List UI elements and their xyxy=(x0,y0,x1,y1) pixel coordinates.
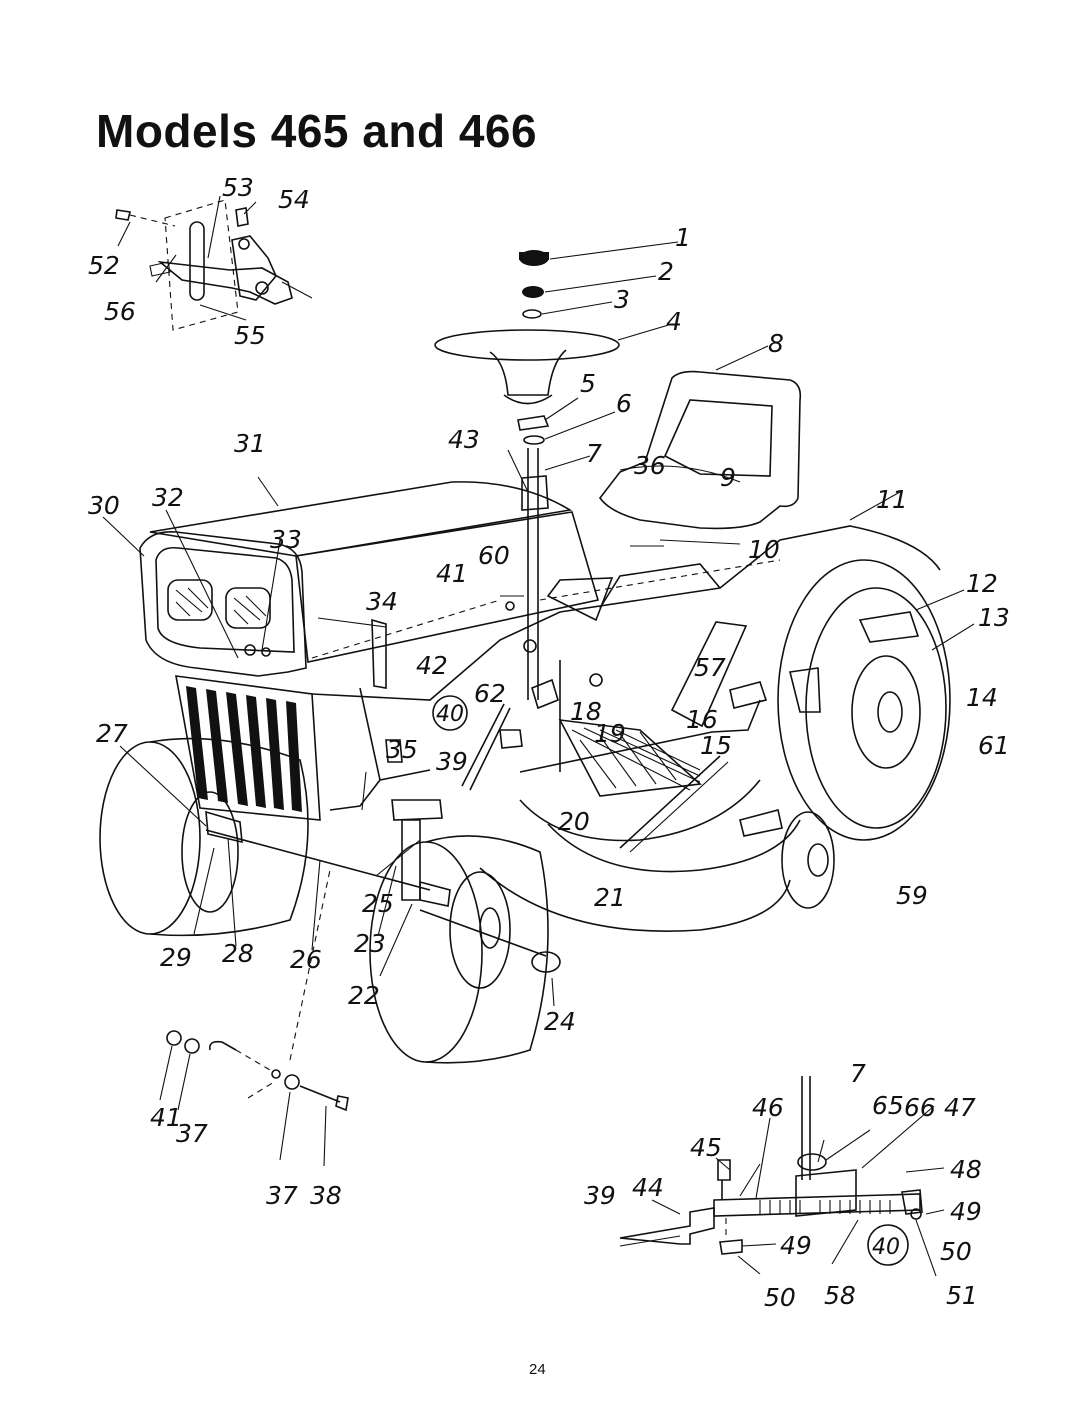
callout-44-inset: 44 xyxy=(632,1173,664,1202)
callout-37-inset-a: 37 xyxy=(176,1119,208,1148)
callout-3: 3 xyxy=(614,285,630,314)
callout-33: 33 xyxy=(270,525,302,554)
steering-inset-labels: 7 46 65 66 47 45 48 39 44 49 49 40 50 50… xyxy=(584,1059,982,1312)
callout-10: 10 xyxy=(748,535,780,564)
callout-66-inset: 66 xyxy=(904,1093,936,1122)
axle-hardware-inset xyxy=(159,1030,349,1167)
seat xyxy=(599,345,802,530)
callout-41-inset: 41 xyxy=(150,1103,182,1132)
callout-18: 18 xyxy=(570,697,602,726)
page-number: 24 xyxy=(529,1361,546,1378)
callout-43: 43 xyxy=(448,425,480,454)
callout-62: 62 xyxy=(474,679,506,708)
callout-57: 57 xyxy=(694,653,726,682)
callout-58-inset: 58 xyxy=(824,1281,856,1310)
callout-54: 54 xyxy=(278,185,310,214)
callout-40-circle xyxy=(432,695,468,731)
callout-50-inset-b: 50 xyxy=(764,1283,796,1312)
callout-7-inset: 7 xyxy=(850,1059,866,1088)
hood xyxy=(149,476,600,663)
callout-2: 2 xyxy=(658,257,674,286)
steering-gear-inset xyxy=(619,1076,945,1277)
callout-55: 55 xyxy=(234,321,266,350)
chassis-body xyxy=(311,491,965,933)
callout-6: 6 xyxy=(616,389,632,418)
callout-8: 8 xyxy=(768,329,784,358)
callout-51-inset: 51 xyxy=(946,1281,978,1310)
callout-49-inset-a: 49 xyxy=(950,1197,982,1226)
callout-14: 14 xyxy=(966,683,998,712)
callout-59: 59 xyxy=(896,881,928,910)
callout-45-inset: 45 xyxy=(690,1133,722,1162)
callout-12: 12 xyxy=(966,569,998,598)
callout-19: 19 xyxy=(594,719,626,748)
callout-13: 13 xyxy=(978,603,1010,632)
callout-60: 60 xyxy=(478,541,510,570)
callout-52: 52 xyxy=(88,251,120,280)
callout-40: 40 xyxy=(436,702,464,727)
steering-assembly xyxy=(434,241,679,700)
callout-24: 24 xyxy=(544,1007,576,1036)
page-title: Models 465 and 466 xyxy=(96,105,538,157)
callout-22: 22 xyxy=(348,981,380,1010)
callout-47-inset: 47 xyxy=(944,1093,976,1122)
callout-39-inset: 39 xyxy=(584,1181,616,1210)
axle-inset-labels: 41 37 37 38 xyxy=(150,1103,342,1210)
callout-20: 20 xyxy=(558,807,590,836)
callout-50-inset-a: 50 xyxy=(940,1237,972,1266)
callout-30: 30 xyxy=(88,491,120,520)
callout-25: 25 xyxy=(362,889,394,918)
callout-49-inset-b: 49 xyxy=(780,1231,812,1260)
callout-61: 61 xyxy=(978,731,1010,760)
callout-7: 7 xyxy=(586,439,602,468)
callout-40-inset-circle xyxy=(867,1224,909,1266)
callout-4: 4 xyxy=(666,307,682,336)
callout-48-inset: 48 xyxy=(950,1155,982,1184)
callout-34: 34 xyxy=(366,587,398,616)
callout-5: 5 xyxy=(580,369,596,398)
callout-56: 56 xyxy=(104,297,136,326)
front-axle xyxy=(119,703,547,1061)
callout-1: 1 xyxy=(675,223,691,252)
callout-26: 26 xyxy=(290,945,322,974)
callout-41: 41 xyxy=(436,559,468,588)
callout-11: 11 xyxy=(876,485,908,514)
callout-32: 32 xyxy=(152,483,184,512)
callout-9: 9 xyxy=(720,463,736,492)
callout-46-inset: 46 xyxy=(752,1093,784,1122)
callout-23: 23 xyxy=(354,929,386,958)
callout-39: 39 xyxy=(436,747,468,776)
callout-65-inset: 65 xyxy=(872,1091,904,1120)
callout-40-inset: 40 xyxy=(872,1235,900,1260)
callout-16: 16 xyxy=(686,705,718,734)
wheels xyxy=(99,559,975,1064)
callout-labels: 1 2 3 4 5 6 7 8 9 10 11 12 13 14 15 16 1… xyxy=(88,173,1010,1036)
callout-28: 28 xyxy=(222,939,254,968)
callout-37-inset-b: 37 xyxy=(266,1181,298,1210)
callout-15: 15 xyxy=(700,731,732,760)
callout-29: 29 xyxy=(160,943,192,972)
callout-36: 36 xyxy=(634,451,666,480)
callout-27: 27 xyxy=(96,719,128,748)
brake-bracket-inset xyxy=(115,195,313,331)
callout-35: 35 xyxy=(386,735,418,764)
callout-21: 21 xyxy=(594,883,626,912)
callout-38-inset: 38 xyxy=(310,1181,342,1210)
grille xyxy=(102,509,321,821)
callout-53: 53 xyxy=(222,173,254,202)
callout-31: 31 xyxy=(234,429,266,458)
callout-42: 42 xyxy=(416,651,448,680)
